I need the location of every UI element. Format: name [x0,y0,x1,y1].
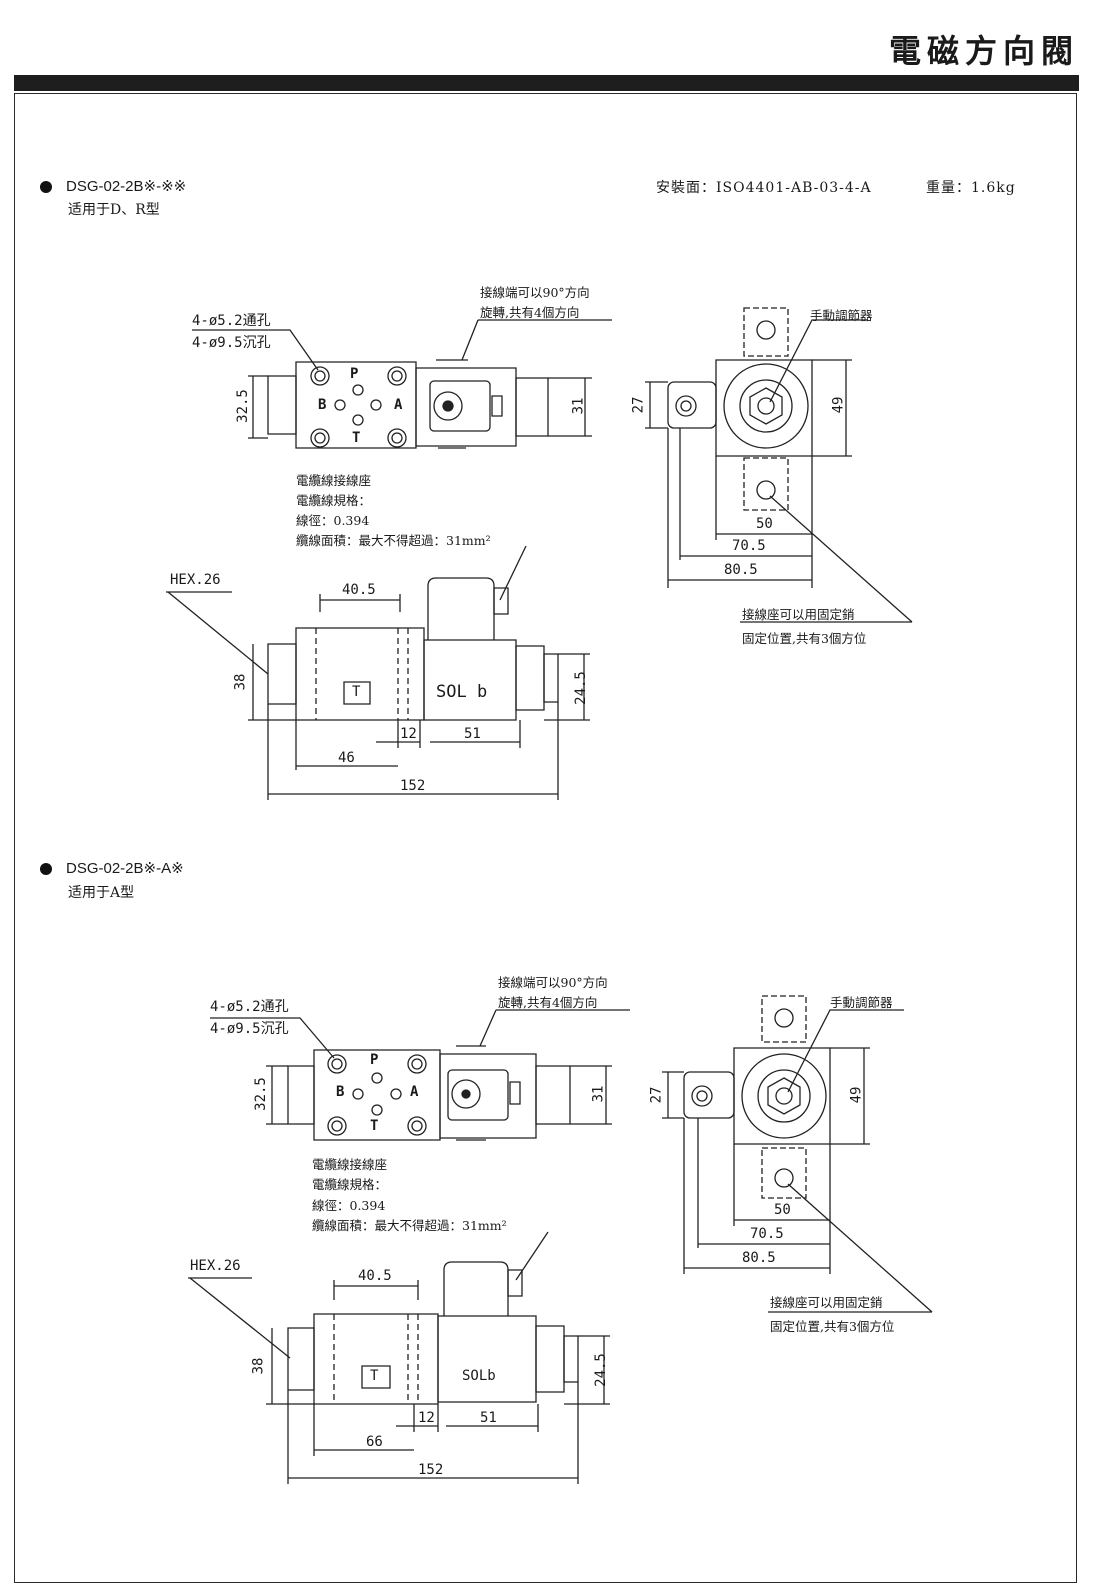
dim-40-5: 40.5 [342,582,376,598]
dim-70-5: 70.5 [750,1226,784,1242]
holes-through-label: 4-ø5.2通孔 [192,313,271,329]
dim-50: 50 [756,516,773,532]
dim-70-5: 70.5 [732,538,766,554]
model-code: DSG-02-2B※-A※ [66,860,184,877]
dim-38: 38 [250,1357,267,1375]
applies-to: 适用于D、R型 [68,202,160,218]
port-a: A [410,1084,419,1100]
dim-12: 12 [400,726,417,742]
cable-note-1: 電纜線接線座 [312,1157,388,1172]
dim-50: 50 [774,1202,791,1218]
hex-label: HEX.26 [170,572,221,588]
dim-152: 152 [418,1462,444,1478]
installation-surface: 安裝面：ISO4401-AB-03-4-A [656,177,872,197]
dim-40-5: 40.5 [358,1268,392,1284]
port-a: A [394,397,403,413]
installation-value: ISO4401-AB-03-4-A [716,180,872,196]
port-b: B [318,397,327,413]
dim-51: 51 [464,726,481,742]
manual-override-label: 手動調節器 [830,995,893,1010]
fix-note-2: 固定位置,共有3個方位 [770,1319,895,1334]
coil-cap-top [516,378,548,436]
dim-31: 31 [590,1085,607,1103]
port-t: T [370,1118,379,1134]
cable-note-4: 纜線面積：最大不得超過：31mm² [296,533,491,548]
manual-override-label: 手動調節器 [810,308,873,323]
sol-label: SOLb [462,1368,496,1384]
terminal-rotate-note-1: 接線端可以90°方向 [480,285,590,300]
bullet-icon [40,863,52,875]
model-code: DSG-02-2B※-※※ [66,178,187,195]
dim-46: 46 [338,750,355,766]
dim-80-5: 80.5 [742,1250,776,1266]
weight-value: 1.6kg [971,180,1016,196]
title-bar [14,75,1079,91]
fix-note-2: 固定位置,共有3個方位 [742,631,867,646]
bullet-icon [40,181,52,193]
port-p: P [370,1052,379,1068]
port-b: B [336,1084,345,1100]
terminal-rotate-note-2: 旋轉,共有4個方向 [498,995,598,1010]
cable-note-1: 電纜線接線座 [296,473,372,488]
dim-24-5: 24.5 [592,1353,609,1387]
page-title: 電磁方向閥 [888,32,1079,70]
dim-51: 51 [480,1410,497,1426]
cable-note-3: 線徑：0.394 [296,513,370,528]
dim-152: 152 [400,778,426,794]
weight-label: 重量： [926,180,971,196]
content-frame [14,93,1077,1583]
sol-label: SOL b [436,682,488,702]
weight: 重量：1.6kg [926,177,1016,197]
dim-49: 49 [848,1086,865,1104]
dim-12: 12 [418,1410,435,1426]
port-p: P [350,366,359,382]
terminal-rotate-note-2: 旋轉,共有4個方向 [480,305,580,320]
tag-t: T [352,684,361,700]
holes-through-label: 4-ø5.2通孔 [210,999,289,1015]
fix-note-1: 接線座可以用固定銷 [742,607,855,622]
cable-note-2: 電纜線規格： [312,1177,388,1192]
tag-t: T [370,1368,379,1384]
port-t: T [352,430,361,446]
dim-66: 66 [366,1434,383,1450]
dim-27: 27 [648,1086,665,1104]
dim-80-5: 80.5 [724,562,758,578]
holes-counterbore-label: 4-ø9.5沉孔 [192,335,271,351]
terminal-rotate-note-1: 接線端可以90°方向 [498,975,608,990]
dim-height: 32.5 [252,1077,269,1111]
hex-label: HEX.26 [190,1258,241,1274]
fix-note-1: 接線座可以用固定銷 [770,1295,883,1310]
holes-counterbore-label: 4-ø9.5沉孔 [210,1021,289,1037]
cable-note-3: 線徑：0.394 [312,1198,386,1213]
cable-note-2: 電纜線規格： [296,493,372,508]
applies-to: 适用于A型 [68,885,135,901]
hex-nut-top [268,376,296,434]
cable-note-4: 纜線面積：最大不得超過：31mm² [312,1218,507,1233]
installation-label: 安裝面： [656,180,716,196]
